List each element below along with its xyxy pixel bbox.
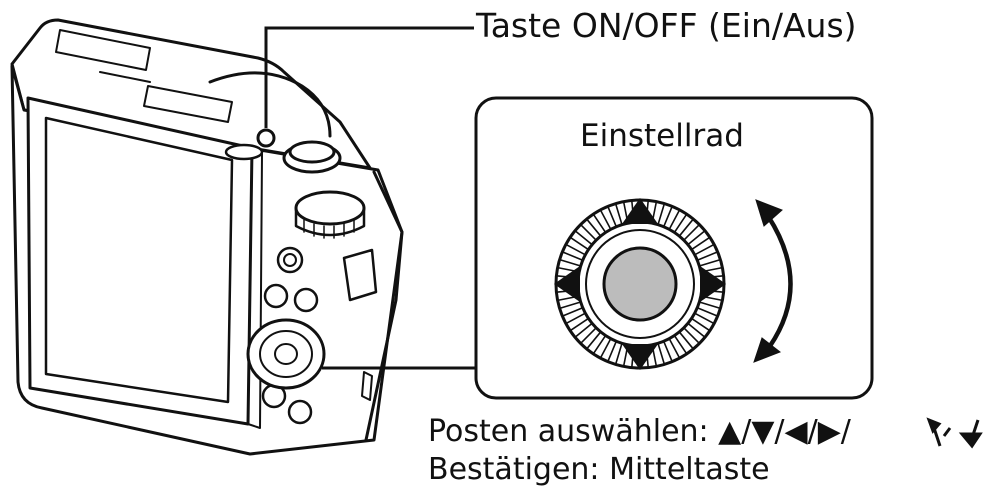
wheel-tick (673, 213, 688, 233)
wheel-tick (657, 203, 666, 225)
power-leader-line (264, 26, 474, 128)
wheel-tick (678, 331, 694, 350)
wheel-tick (592, 213, 607, 233)
wheel-tick (565, 312, 586, 325)
wheel-tick (673, 335, 688, 355)
confirm-label: Bestätigen: Mitteltaste (428, 452, 770, 487)
wheel-tick (562, 306, 584, 317)
wheel-tick (580, 327, 597, 344)
wheel-tick (586, 218, 602, 237)
wheel-tick (687, 230, 706, 246)
wheel-tick (586, 331, 602, 350)
wheel-tick (683, 327, 700, 344)
wheel-tick (662, 206, 673, 228)
rotation-arrow-icon (753, 199, 793, 363)
right-arrow-icon (700, 266, 726, 302)
wheel-tick (580, 224, 597, 241)
wheel-tick (683, 224, 700, 241)
wheel-tick (668, 209, 681, 230)
wheel-tick (569, 236, 589, 251)
wheel-tick (599, 209, 612, 230)
control-wheel-detail (554, 198, 726, 370)
camera-illustration (10, 18, 404, 456)
wheel-tick (559, 301, 581, 310)
wheel-tick (696, 251, 718, 262)
wheel-tick (565, 243, 586, 256)
wheel-tick (691, 317, 711, 332)
wheel-tick (687, 322, 706, 338)
wheel-tick (574, 322, 593, 338)
left-arrow-icon (554, 266, 580, 302)
wheel-tick (614, 343, 623, 365)
wheel-tick (662, 340, 673, 362)
wheel-tick (562, 251, 584, 262)
wheel-tick (691, 236, 711, 251)
wheel-tick (699, 301, 721, 310)
wheel-tick (592, 335, 607, 355)
wheel-tick (614, 203, 623, 225)
power-button-marker (256, 128, 276, 148)
wheel-tick (699, 258, 721, 267)
control-wheel-label: Einstellrad (580, 118, 744, 154)
wheel-tick (657, 343, 666, 365)
select-items-label: Posten auswählen: ▲/▼/◀/▶/ (428, 414, 851, 449)
power-button-label: Taste ON/OFF (Ein/Aus) (476, 6, 857, 45)
wheel-tick (694, 312, 715, 325)
wheel-tick (574, 230, 593, 246)
wheel-tick (607, 340, 618, 362)
wheel-tick (678, 218, 694, 237)
center-button (602, 246, 678, 322)
wheel-tick (599, 338, 612, 359)
down-arrow-icon (622, 344, 658, 370)
rotate-wheel-arrows-icon (926, 417, 983, 449)
wheel-tick (569, 317, 589, 332)
wheel-tick (668, 338, 681, 359)
wheel-tick (696, 306, 718, 317)
up-arrow-icon (622, 198, 658, 224)
wheel-tick (694, 243, 715, 256)
wheel-tick (559, 258, 581, 267)
wheel-tick (607, 206, 618, 228)
